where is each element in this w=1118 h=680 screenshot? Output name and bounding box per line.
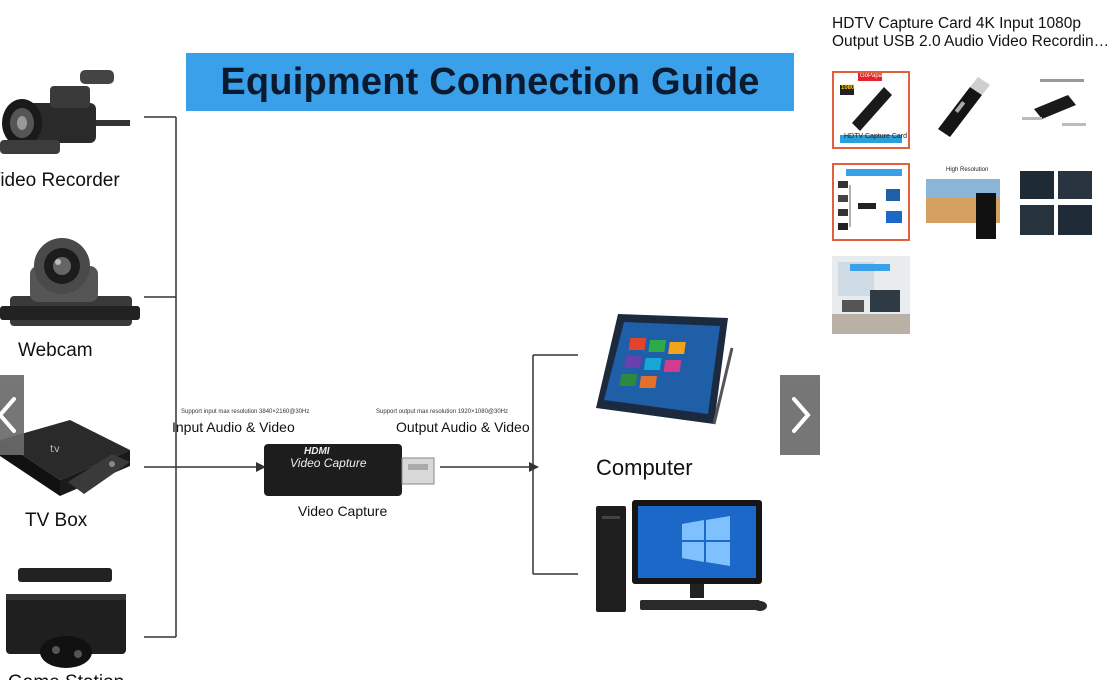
- thumbnail-7[interactable]: [832, 256, 910, 334]
- video-capture-label: Video Capture: [298, 503, 387, 519]
- thumbnail-6[interactable]: [1016, 163, 1094, 241]
- webcam-icon: [0, 236, 140, 332]
- connection-guide-thumb-icon: [834, 165, 908, 239]
- thumbnail-5[interactable]: High Resolution: [924, 163, 1002, 241]
- high-resolution-thumb-icon: [924, 163, 1002, 241]
- next-image-button[interactable]: [780, 375, 820, 455]
- output-label: Output Audio & Video: [396, 419, 530, 435]
- video-recorder-label: Video Recorder: [0, 170, 120, 192]
- input-label: Input Audio & Video: [172, 419, 295, 435]
- input-note: Support input max resolution 3840×2160@3…: [181, 409, 309, 415]
- software-screens-thumb-icon: [1016, 163, 1094, 241]
- thumbnail-1-badge: GoPapa: [860, 73, 882, 79]
- tablet-computer-icon: [592, 312, 752, 442]
- output-note: Support output max resolution 1920×1080@…: [376, 409, 508, 415]
- thumbnail-1-caption: HDTV Capture Card: [844, 133, 907, 140]
- main-product-image[interactable]: Equipment Connection Guide Video Recorde…: [0, 0, 820, 680]
- setup-photo-thumb-icon: [832, 256, 910, 334]
- thumbnail-5-caption: High Resolution: [946, 167, 988, 173]
- prev-image-button[interactable]: [0, 375, 24, 455]
- capture-card-name: Video Capture: [290, 456, 367, 470]
- game-station-label: Game Station: [8, 672, 124, 680]
- product-title-line-1: HDTV Capture Card 4K Input 1080p: [832, 15, 1114, 33]
- desktop-computer-icon: [594, 500, 774, 618]
- product-title-line-2: Output USB 2.0 Audio Video Recording Car…: [832, 33, 1114, 51]
- game-station-icon: [0, 568, 140, 678]
- thumbnail-3[interactable]: [1016, 71, 1094, 149]
- thumbnail-1-res: 1080: [841, 85, 854, 91]
- webcam-label: Webcam: [18, 340, 93, 362]
- chevron-right-icon: [780, 375, 820, 455]
- thumbnail-2[interactable]: [924, 71, 1002, 149]
- thumbnail-1[interactable]: GoPapa 1080 HDTV Capture Card: [832, 71, 910, 149]
- video-capture-card-icon: [262, 440, 442, 500]
- capture-card-angle-thumb-icon: [924, 71, 1002, 149]
- tv-box-label: TV Box: [25, 510, 87, 532]
- computer-label: Computer: [596, 455, 693, 481]
- video-recorder-icon: [0, 58, 140, 168]
- thumbnail-4[interactable]: [832, 163, 910, 241]
- svg-text:tv: tv: [50, 444, 60, 455]
- chevron-left-icon: [0, 375, 24, 455]
- product-info-panel: HDTV Capture Card 4K Input 1080p Output …: [820, 0, 1118, 680]
- capture-card-ports-thumb-icon: [1016, 71, 1094, 149]
